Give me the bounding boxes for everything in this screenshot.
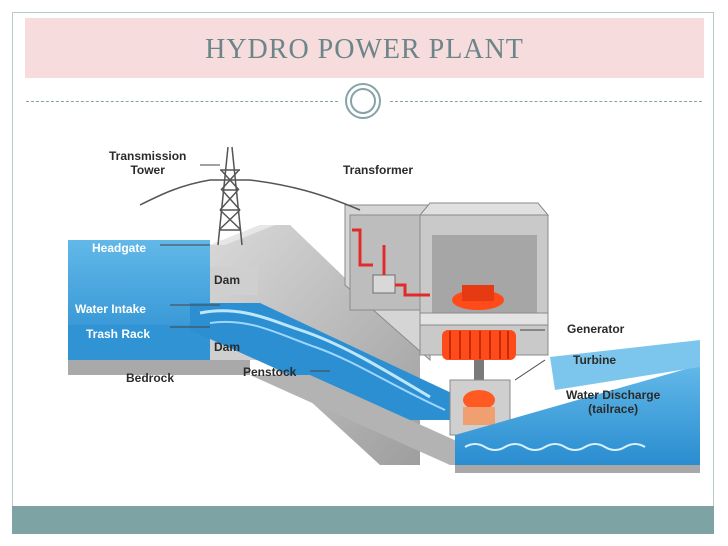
label-turbine: Turbine xyxy=(573,353,617,367)
tailrace-surface xyxy=(550,340,700,390)
label-water-discharge: Water Discharge (tailrace) xyxy=(566,388,660,416)
turbine-runner xyxy=(463,390,495,410)
penstock-flow xyxy=(199,309,431,399)
label-trash-rack: Trash Rack xyxy=(86,327,151,341)
penstock-flow xyxy=(209,320,446,411)
dam-block-upper xyxy=(210,267,258,295)
tailrace-bed xyxy=(455,465,700,473)
tailrace-waves xyxy=(464,443,646,451)
label-penstock: Penstock xyxy=(243,365,297,379)
callout-lines xyxy=(160,164,546,381)
circle-ornament-icon xyxy=(345,83,381,119)
power-line xyxy=(139,179,211,206)
penstock-pipe xyxy=(190,303,460,420)
label-dam-upper: Dam xyxy=(214,273,241,287)
divider-line-left xyxy=(26,101,338,102)
label-transmission-tower-text: Transmission Tower xyxy=(109,149,187,177)
reservoir-water xyxy=(68,240,210,360)
label-water-intake: Water Intake xyxy=(75,302,146,316)
label-water-discharge-text: Water Discharge (tailrace) xyxy=(566,388,661,416)
generator-core xyxy=(462,285,494,301)
power-line xyxy=(249,179,361,211)
generator-shaft xyxy=(474,360,484,385)
transformer-cable xyxy=(352,228,430,297)
divider-line-right xyxy=(390,101,702,102)
tailrace-water xyxy=(455,365,700,465)
generator-floor xyxy=(419,312,549,326)
dam-top-face xyxy=(210,225,275,245)
transmission-tower-icon xyxy=(210,146,250,246)
label-dam-lower: Dam xyxy=(214,340,241,354)
hydro-plant-diagram xyxy=(68,146,700,473)
reservoir-water-lower xyxy=(68,325,210,360)
foundation xyxy=(250,375,510,465)
label-generator: Generator xyxy=(567,322,625,336)
transformer-unit xyxy=(372,274,396,294)
generator-ribs xyxy=(449,331,509,359)
title-bar xyxy=(25,18,704,78)
label-headgate: Headgate xyxy=(92,241,147,255)
roof xyxy=(418,202,550,216)
slide-title: HYDRO POWER PLANT xyxy=(205,34,524,65)
label-transmission-tower: Transmission Tower xyxy=(109,149,186,177)
bedrock xyxy=(68,360,250,375)
turbine-blades xyxy=(463,407,495,425)
label-bedrock: Bedrock xyxy=(126,371,175,385)
bottom-band xyxy=(12,506,714,534)
label-transformer: Transformer xyxy=(343,163,414,177)
